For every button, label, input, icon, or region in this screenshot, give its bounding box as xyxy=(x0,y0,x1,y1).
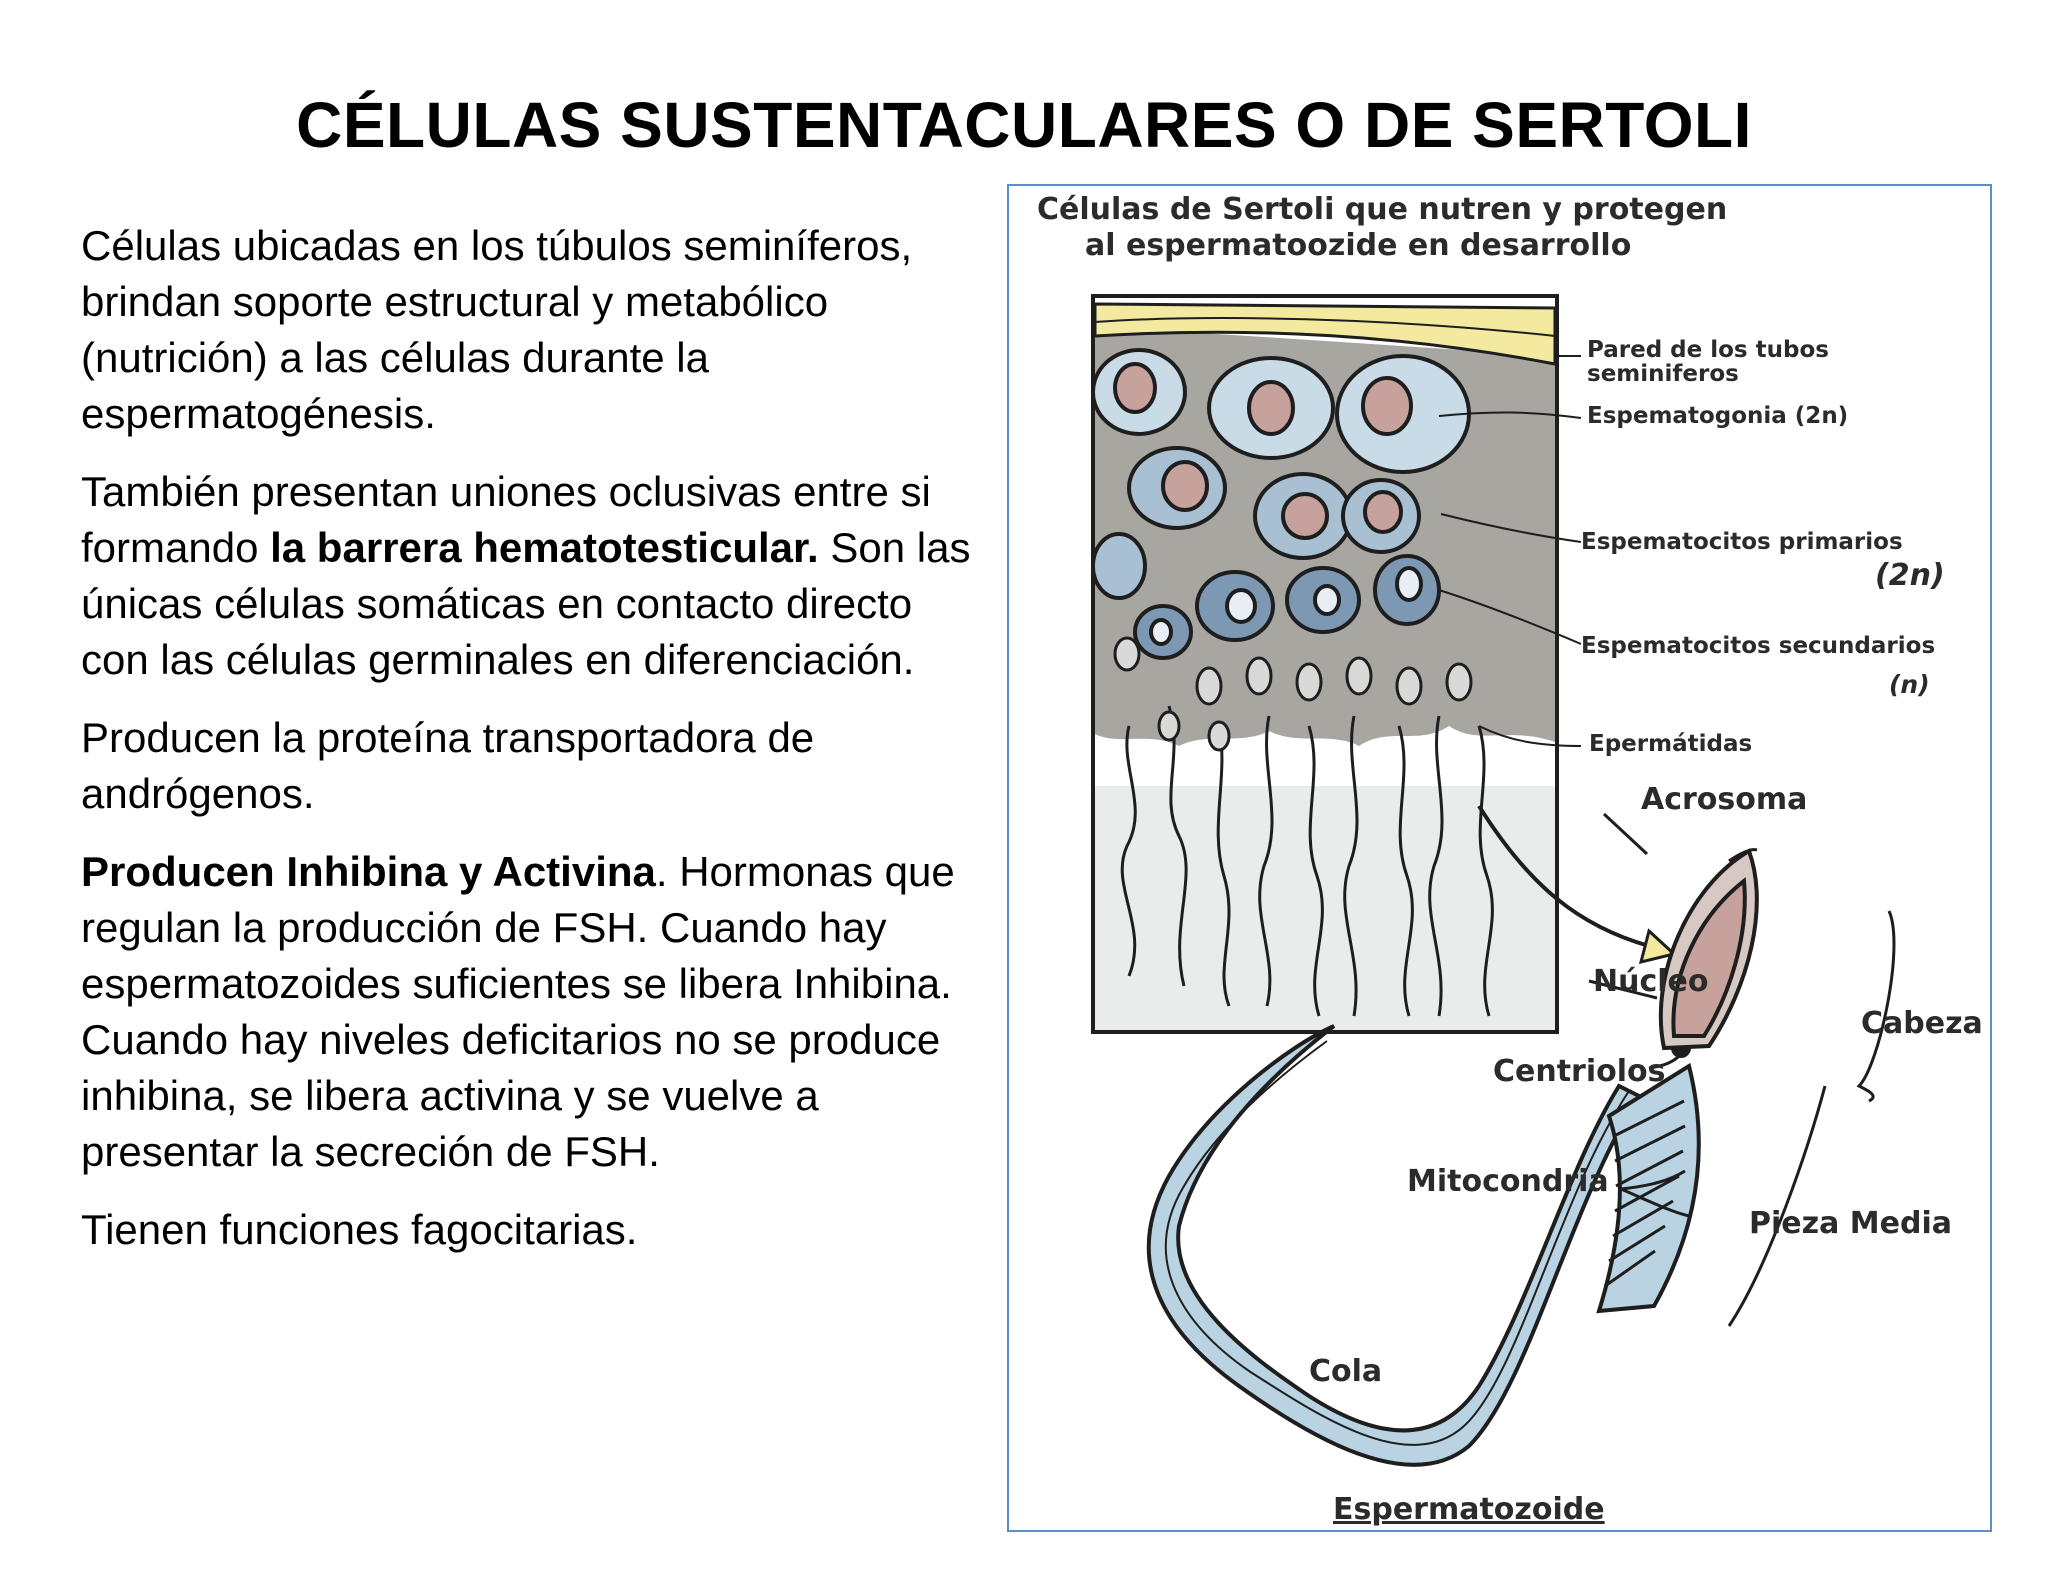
paragraph-abp: Producen la proteína transportadora de a… xyxy=(81,714,815,817)
label-centriolos: Centriolos xyxy=(1493,1054,1666,1089)
label-espermatozoide: Espermatozoide xyxy=(1333,1492,1605,1527)
hormones-term: Producen Inhibina y Activina xyxy=(81,848,656,895)
figure-title: Células de Sertoli que nutren y protegen… xyxy=(1037,192,1797,264)
label-leaders xyxy=(1438,355,1582,747)
figure-title-line1: Células de Sertoli que nutren y protegen xyxy=(1037,192,1728,227)
label-primarios-ploidy: (2n) xyxy=(1875,558,1945,593)
barrier-text-b: Son las únicas células somáticas en cont… xyxy=(81,524,971,683)
label-cabeza: Cabeza xyxy=(1861,1006,1983,1041)
label-secundarios-ploidy: (n) xyxy=(1889,670,1930,699)
body-text: Células ubicadas en los túbulos seminífe… xyxy=(81,218,986,1280)
label-acrosoma: Acrosoma xyxy=(1641,782,1808,817)
paragraph-phagocytic: Tienen funciones fagocitarias. xyxy=(81,1206,638,1253)
secondary-spermatocyte-cells xyxy=(1133,554,1441,660)
label-nucleo: Núcleo xyxy=(1593,964,1709,999)
magnify-arrow xyxy=(1477,804,1650,948)
label-primarios: Espematocitos primarios xyxy=(1581,529,1903,555)
label-secundarios: Espematocitos secundarios xyxy=(1581,633,1936,659)
hormones-text: . Hormonas que regulan la producción de … xyxy=(81,848,955,1175)
sertoli-figure: Células de Sertoli que nutren y protegen… xyxy=(1007,184,1992,1532)
label-pieza-media: Pieza Media xyxy=(1749,1206,1952,1241)
label-pared-line2: seminiferos xyxy=(1587,361,1739,387)
sperm-tail xyxy=(1146,1024,1642,1467)
slide-title: CÉLULAS SUSTENTACULARES O DE SERTOLI xyxy=(296,89,1752,161)
paragraph-location: Células ubicadas en los túbulos seminífe… xyxy=(81,222,913,437)
paragraph-barrier: También presentan uniones oclusivas entr… xyxy=(81,464,986,688)
sperm-brackets xyxy=(1588,812,1896,1327)
paragraph-hormones: Producen Inhibina y Activina. Hormonas q… xyxy=(81,844,986,1180)
label-mitocondria: Mitocondria xyxy=(1407,1164,1609,1199)
label-pared: Pared de los tubos seminiferos xyxy=(1587,338,1829,386)
label-espermatidas: Epermátidas xyxy=(1589,731,1753,757)
barrier-term: la barrera hematotesticular. xyxy=(270,524,819,571)
barrier-text-a: También presentan uniones oclusivas entr… xyxy=(81,468,931,571)
sertoli-diagram xyxy=(1091,294,1896,1467)
spermatid-cells xyxy=(1113,636,1494,1017)
label-cola: Cola xyxy=(1309,1354,1383,1389)
primary-spermatocyte-cells xyxy=(1091,446,1421,600)
spermatozoon xyxy=(1146,848,1759,1467)
sperm-nucleus xyxy=(1671,877,1747,1038)
sperm-midpiece xyxy=(1596,1062,1701,1314)
label-espermatogonia: Espematogonia (2n) xyxy=(1587,403,1849,429)
label-pared-line1: Pared de los tubos xyxy=(1587,337,1829,363)
figure-title-line2: al espermatoozide en desarrollo xyxy=(1085,228,1632,263)
